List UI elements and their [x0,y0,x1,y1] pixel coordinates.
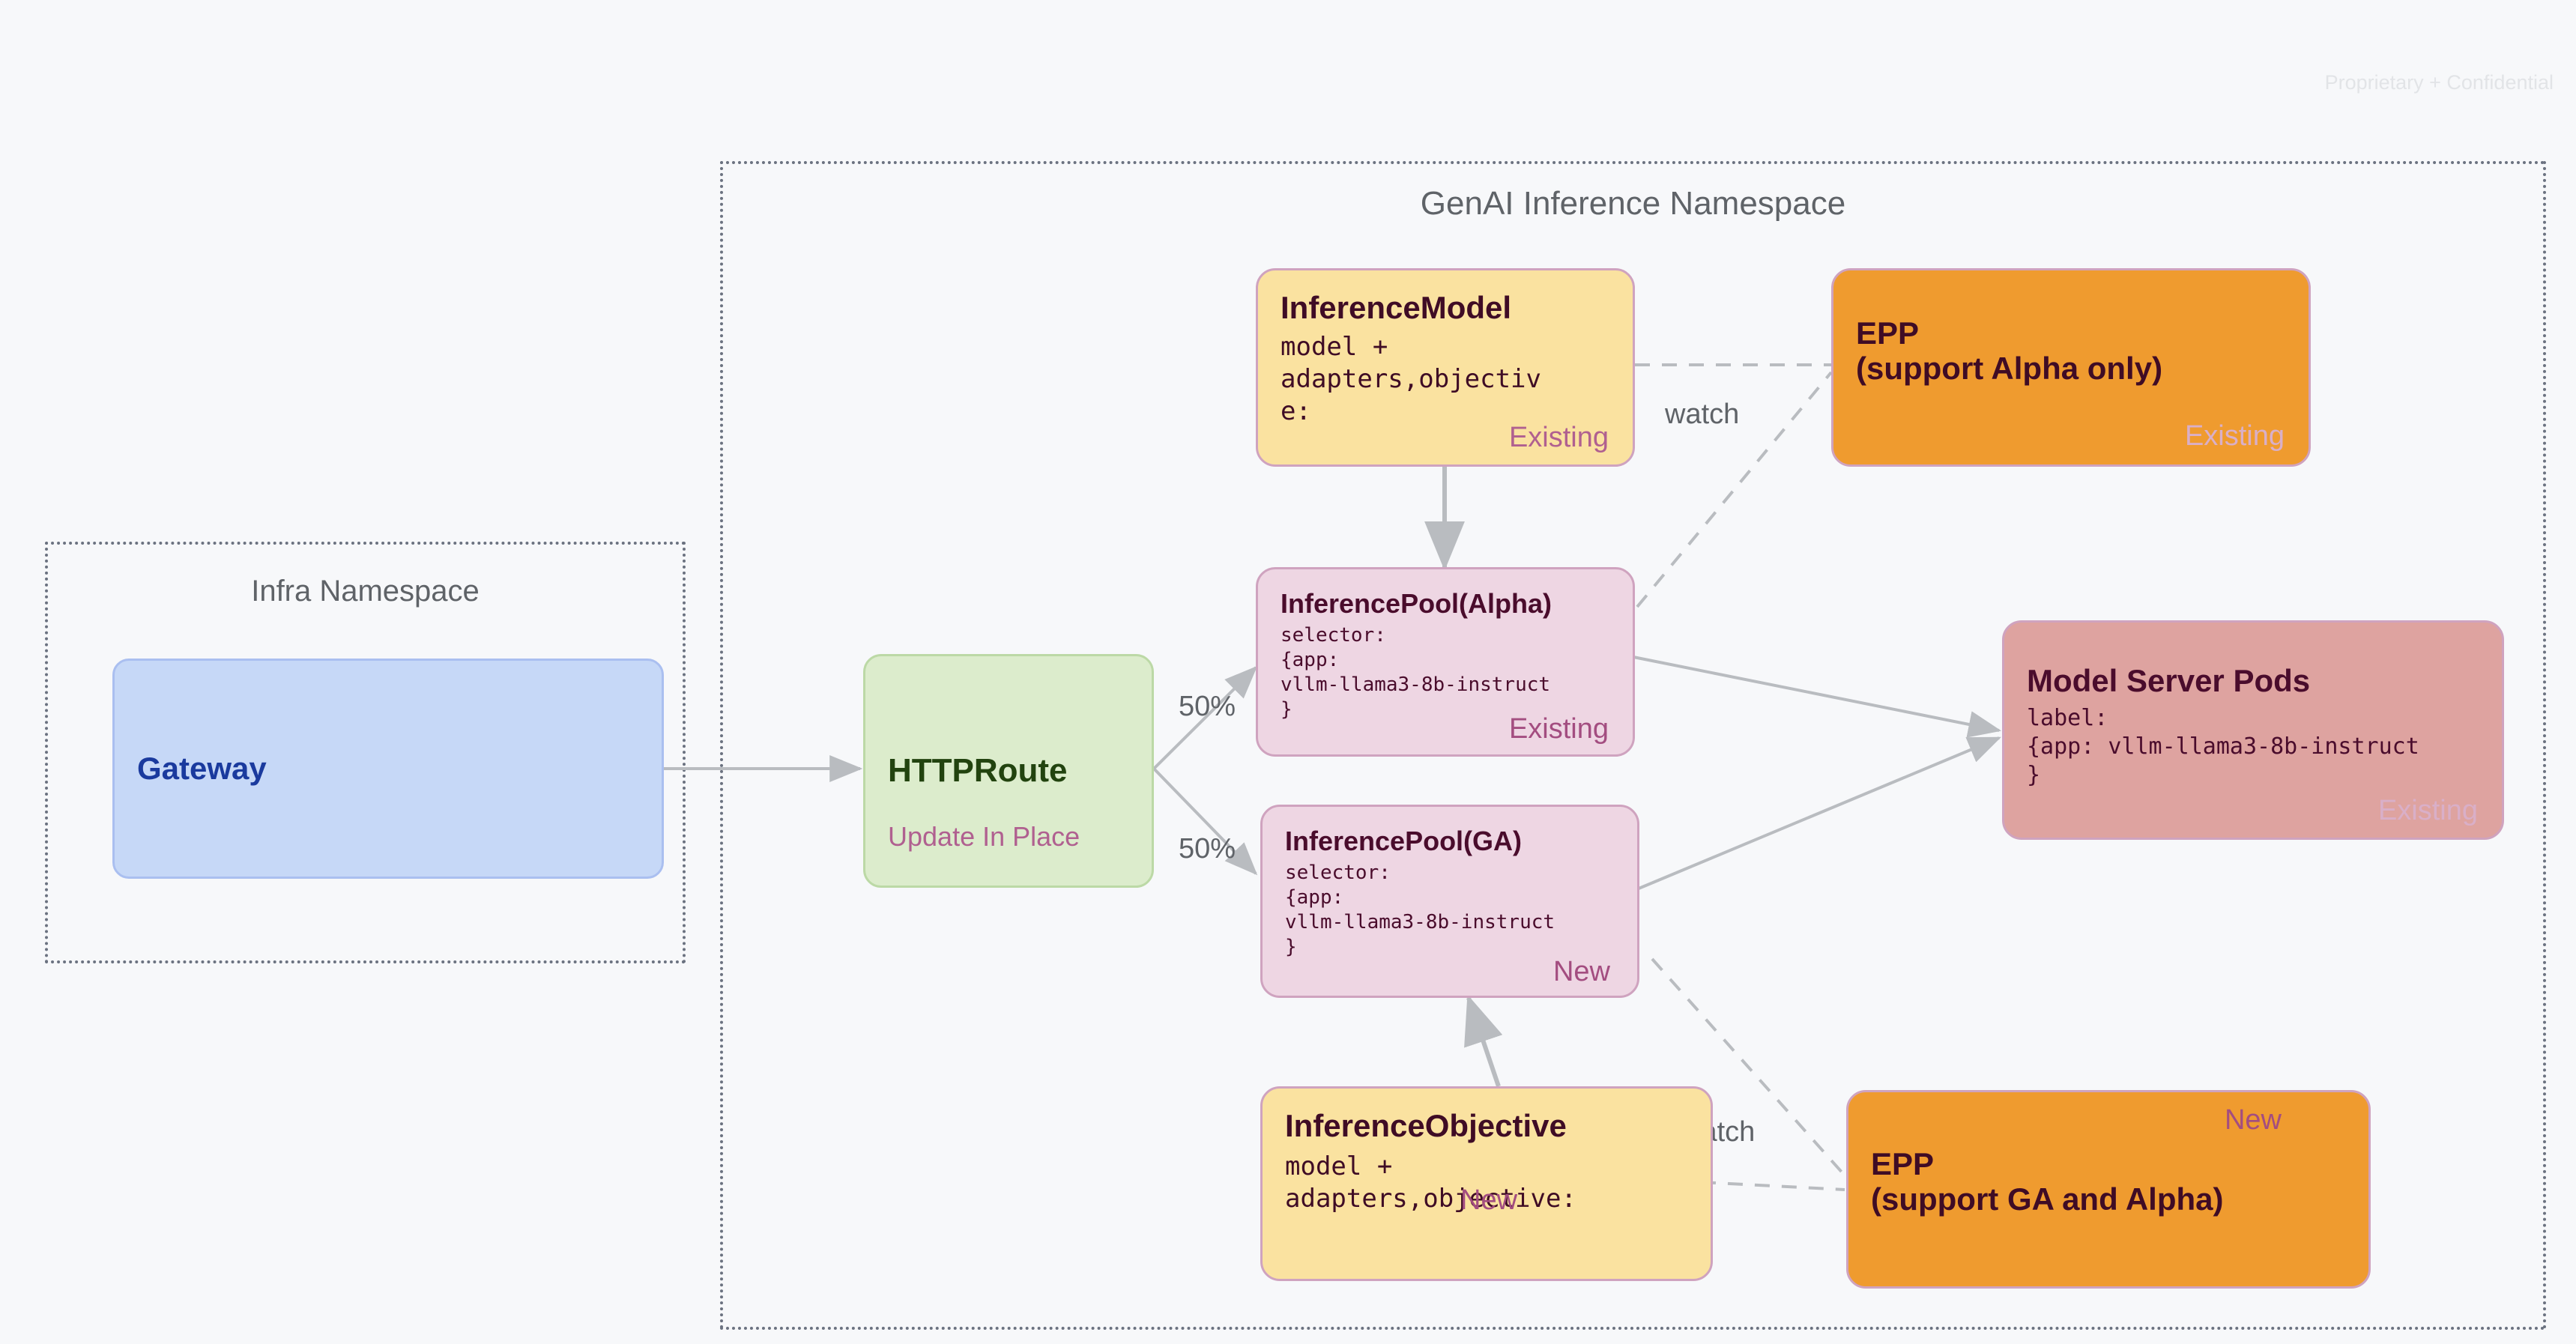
node-httproute-title: HTTPRoute [888,752,1068,790]
edge-label-watch-top: watch [1665,399,1740,430]
confidentiality-note: Proprietary + Confidential [2324,71,2554,94]
node-inference-pool-alpha-title: InferencePool(Alpha) [1281,588,1552,619]
node-inference-pool-ga-badge: New [1552,956,1610,987]
node-inference-pool-alpha[interactable]: InferencePool(Alpha) selector: {app: vll… [1256,567,1635,757]
node-inference-pool-alpha-body: selector: {app: vllm-llama3-8b-instruct … [1281,624,1551,721]
node-inference-objective-body: model + adapters,objective: [1285,1151,1576,1214]
node-epp-alpha[interactable]: EPP (support Alpha only) Existing [1831,268,2311,467]
node-model-server-pods-body: label: {app: vllm-llama3-8b-instruct } [2027,705,2419,788]
node-inference-model-body: model + adapters,objectiv e: [1281,332,1541,426]
node-inference-model-badge: Existing [1508,422,1609,453]
node-model-server-pods-badge: Existing [2377,795,2478,826]
node-inference-objective-badge: New [1460,1184,1518,1216]
node-inference-model[interactable]: InferenceModel model + adapters,objectiv… [1256,268,1635,467]
node-model-server-pods[interactable]: Model Server Pods label: {app: vllm-llam… [2002,620,2504,840]
edge-label-split-top: 50% [1179,691,1236,722]
node-inference-model-title: InferenceModel [1281,290,1512,325]
node-inference-pool-alpha-badge: Existing [1508,713,1609,745]
node-epp-ga-title: EPP (support GA and Alpha) [1871,1146,2224,1217]
edge-label-split-bottom: 50% [1179,833,1236,865]
node-inference-pool-ga-title: InferencePool(GA) [1285,826,1523,856]
node-epp-ga-badge: New [2224,1104,2282,1136]
node-model-server-pods-title: Model Server Pods [2027,663,2311,698]
node-epp-alpha-title: EPP (support Alpha only) [1856,315,2163,387]
node-inference-objective[interactable]: InferenceObjective model + adapters,obje… [1260,1086,1713,1281]
node-inference-pool-ga-body: selector: {app: vllm-llama3-8b-instruct … [1285,862,1555,958]
node-gateway-title: Gateway [137,751,267,787]
node-inference-pool-ga[interactable]: InferencePool(GA) selector: {app: vllm-l… [1260,805,1639,998]
node-httproute-badge: Update In Place [888,821,1080,852]
node-inference-objective-title: InferenceObjective [1285,1108,1567,1143]
infra-namespace-container [45,542,686,963]
node-epp-ga[interactable]: EPP (support GA and Alpha) New [1846,1090,2371,1289]
genai-namespace-container [720,161,2546,1330]
genai-namespace-title: GenAI Inference Namespace [1420,185,1846,222]
infra-namespace-title: Infra Namespace [251,575,480,608]
node-gateway[interactable]: Gateway [112,659,664,879]
node-httproute[interactable]: HTTPRoute Update In Place [863,654,1154,888]
node-epp-alpha-badge: Existing [2184,420,2285,452]
